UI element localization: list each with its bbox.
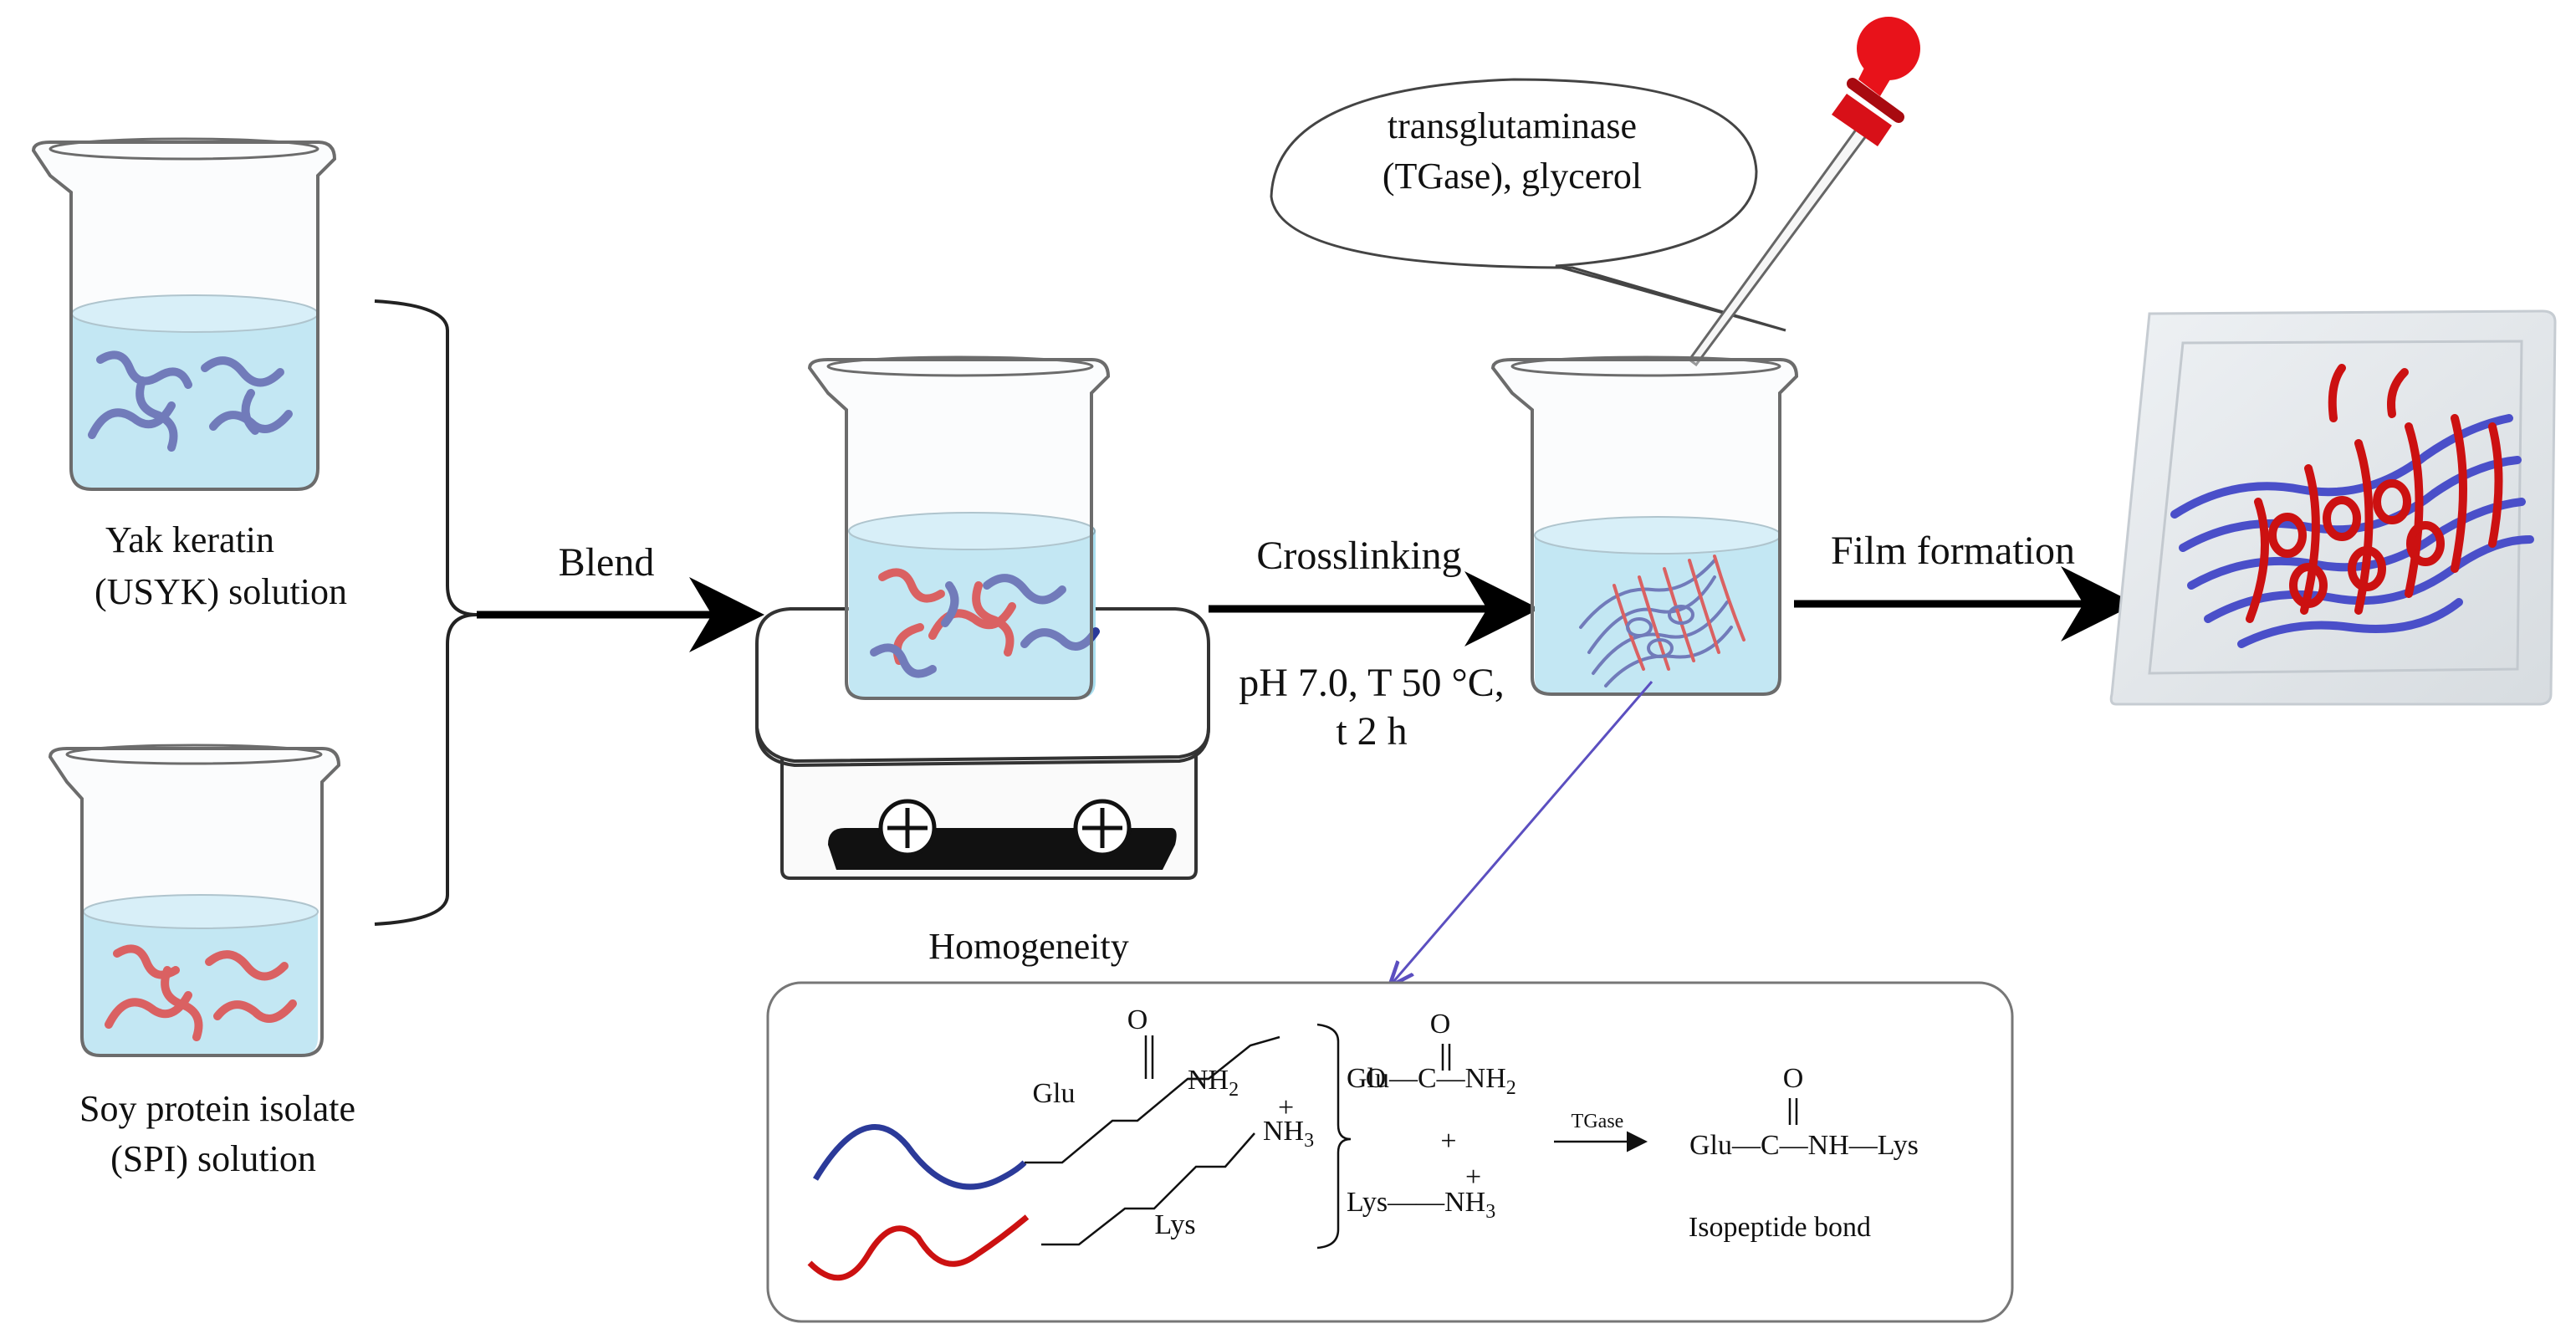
zoom-line: [1393, 681, 1653, 983]
lys-side-chain: [1041, 1132, 1255, 1246]
dropper-icon: [1687, 17, 1920, 367]
label-condition-2: t 2 h: [1336, 709, 1407, 754]
bubble-text-2: (TGase), glycerol: [1383, 156, 1642, 197]
label-lys: Lys: [1154, 1209, 1195, 1240]
label-soy-2: (SPI) solution: [110, 1138, 316, 1179]
bubble-text-1: transglutaminase: [1388, 105, 1637, 146]
label-yak-keratin-2: (USYK) solution: [95, 571, 347, 612]
product-carbonyl-o: O: [1783, 1063, 1804, 1094]
reactant-1: Glu—C—NH2: [1347, 1063, 1516, 1099]
label-tgase: TGase: [1572, 1111, 1624, 1132]
beaker-crosslinked: [1490, 355, 1799, 696]
reaction-box: [766, 981, 2014, 1323]
beaker-soy-protein: [48, 744, 341, 1057]
reagent-bubble: [1270, 78, 1786, 332]
blend-strands: [870, 568, 1100, 678]
reactant-2: Lys——NH3: [1347, 1187, 1495, 1223]
lys-charge: +: [1278, 1092, 1294, 1123]
label-blend: Blend: [559, 540, 655, 585]
glu-nh2: NH2: [1188, 1065, 1239, 1101]
reaction-bracket: [1316, 1023, 1352, 1250]
reactant-1-carbonyl-o: O: [1430, 1009, 1451, 1040]
product-formula: Glu—C—NH—Lys: [1689, 1130, 1919, 1161]
label-soy-1: Soy protein isolate: [79, 1088, 355, 1129]
lys-nh3: NH3: [1263, 1116, 1314, 1152]
reaction-lys-strand: [807, 1214, 1030, 1281]
label-isopeptide-bond: Isopeptide bond: [1689, 1212, 1871, 1243]
reactant-2-charge: +: [1465, 1162, 1481, 1193]
reaction-glu-strand: [812, 1124, 1027, 1190]
glu-carbonyl-o: O: [1127, 1004, 1148, 1035]
film-network: [2170, 364, 2534, 648]
reactant-plus: +: [1440, 1126, 1456, 1157]
merge-bracket: [374, 299, 478, 926]
crosslinked-network: [1579, 555, 1745, 687]
label-homogeneity: Homogeneity: [928, 926, 1129, 967]
label-glu: Glu: [1033, 1078, 1076, 1109]
label-crosslinking: Crosslinking: [1256, 534, 1461, 578]
keratin-strands: [88, 350, 293, 452]
glu-side-chain: [1025, 1035, 1280, 1164]
label-condition-1: pH 7.0, T 50 °C,: [1239, 661, 1504, 705]
beaker-blend: [807, 355, 1111, 700]
beaker-yak-keratin: [31, 137, 337, 491]
label-film-formation: Film formation: [1831, 529, 2075, 573]
reactant-1-o: O: [1366, 1063, 1387, 1094]
soy-strands: [105, 944, 297, 1041]
label-yak-keratin-1: Yak keratin: [105, 519, 274, 560]
film-sheet: [2109, 309, 2557, 706]
